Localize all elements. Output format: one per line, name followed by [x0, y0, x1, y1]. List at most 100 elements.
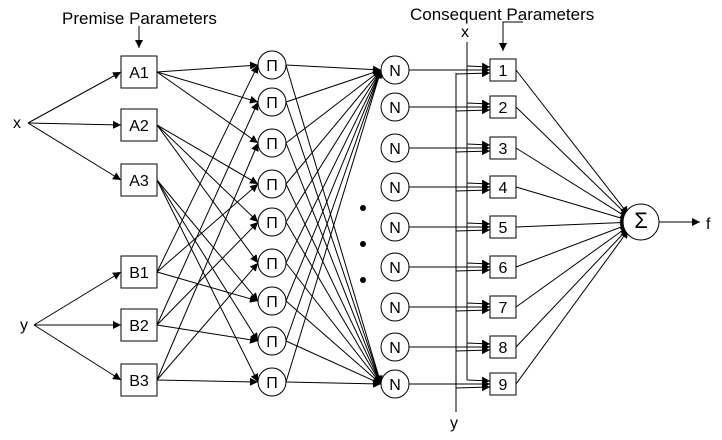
product-node-4-label: Π: [266, 177, 278, 194]
mf-a-to-product-edge: [156, 179, 259, 302]
consequent-y-feed: [455, 266, 491, 275]
product-node-6: [257, 248, 287, 278]
product-to-norm-edge: [285, 69, 382, 264]
product-node-2-label: Π: [266, 95, 278, 112]
consequent-to-sum-edge: [515, 147, 629, 219]
consequent-y-feed: [455, 69, 491, 78]
consequent-x-feed: [466, 259, 491, 268]
norm-node-2: [380, 92, 410, 122]
consequent-node-6-label: 6: [499, 260, 508, 277]
norm-node-4: [380, 172, 410, 202]
consequent-node-8-label: 8: [499, 340, 508, 357]
product-to-norm-edge: [285, 69, 383, 342]
product-node-9: [257, 367, 287, 397]
consequent-x-label: x: [461, 24, 469, 41]
norm-node-1: [380, 55, 410, 85]
consequent-to-sum-edge: [515, 223, 629, 268]
norm-node-1-label: N: [389, 63, 401, 80]
norm-node-7: [380, 292, 410, 322]
consequent-node-2-label: 2: [499, 100, 508, 117]
mf-box-a2-label: A2: [129, 118, 149, 135]
product-node-1: [257, 50, 287, 80]
consequent-y-feed: [455, 346, 491, 355]
product-to-norm-edge: [285, 183, 382, 385]
mf-b-to-product-edge: [156, 271, 259, 303]
mf-a-to-product-edge: [156, 124, 259, 185]
mf-b-to-product-edge: [156, 221, 259, 326]
ellipsis-dot: [360, 205, 366, 211]
consequent-y-label: y: [450, 415, 458, 432]
consequent-node-4-label: 4: [499, 180, 508, 197]
consequent-y-feed: [455, 147, 491, 156]
consequent-to-sum-edge: [515, 227, 629, 348]
product-to-norm-edge: [285, 340, 382, 385]
sum-node: [622, 203, 660, 241]
product-to-norm-edge: [285, 68, 382, 103]
mf-b-to-product-edge: [156, 324, 259, 344]
input-x-edge: [27, 71, 122, 124]
consequent-node-5-label: 5: [499, 220, 508, 237]
norm-node-4-label: N: [389, 180, 401, 197]
mf-box-a1: [120, 55, 158, 89]
consequent-x-feed: [466, 140, 491, 149]
product-node-9-label: Π: [266, 375, 278, 392]
consequent-node-8: [489, 335, 517, 359]
consequent-node-1: [489, 58, 517, 82]
product-to-norm-edge: [285, 69, 382, 144]
input-y-label: y: [20, 317, 28, 334]
output-f-label: f: [706, 216, 711, 233]
product-to-norm-edge: [285, 69, 382, 185]
mf-b-to-product-edge: [156, 377, 259, 386]
mf-box-a1-label: A1: [129, 65, 149, 82]
product-node-7: [257, 286, 287, 316]
consequent-to-sum-edge: [515, 69, 629, 215]
ellipsis-dot: [360, 277, 366, 283]
product-node-1-label: Π: [266, 58, 278, 75]
input-x-edge: [27, 122, 122, 181]
product-node-5: [257, 207, 287, 237]
consequent-node-9: [489, 372, 517, 396]
consequent-node-9-label: 9: [499, 377, 508, 394]
mf-box-b1: [120, 255, 158, 289]
norm-node-6-label: N: [389, 260, 401, 277]
mf-a-to-product-edge: [156, 71, 259, 144]
mf-box-a3-label: A3: [129, 173, 149, 190]
consequent-x-feed: [466, 99, 491, 108]
product-to-norm-edge: [285, 101, 383, 385]
consequent-node-7-label: 7: [499, 300, 508, 317]
consequent-node-7: [489, 295, 517, 319]
consequent-node-6: [489, 255, 517, 279]
mf-a-to-product-edge: [156, 71, 259, 104]
mf-box-b2: [120, 308, 158, 342]
consequent-y-feed: [455, 383, 491, 392]
consequent-to-sum-edge: [515, 218, 629, 228]
input-x-edge: [27, 120, 122, 129]
consequent-to-sum-edge: [515, 106, 629, 217]
consequent-x-feed: [466, 376, 491, 385]
product-node-6-label: Π: [266, 256, 278, 273]
mf-a-to-product-edge: [156, 179, 259, 342]
mf-box-b2-label: B2: [129, 318, 149, 335]
input-y-edge: [33, 271, 122, 326]
norm-node-8: [380, 332, 410, 362]
mf-box-b3: [120, 363, 158, 397]
consequent-y-feed: [455, 226, 491, 235]
norm-node-6: [380, 252, 410, 282]
product-to-norm-edge: [285, 69, 382, 223]
consequent-to-sum-edge: [515, 229, 629, 385]
consequent-x-feed: [466, 219, 491, 228]
mf-b-to-product-edge: [156, 183, 259, 273]
consequent-x-feed: [466, 62, 491, 71]
mf-a-to-product-edge: [156, 61, 259, 73]
consequent-node-1-label: 1: [499, 63, 508, 80]
norm-node-8-label: N: [389, 340, 401, 357]
consequent-parameters-label: Consequent Parameters: [410, 5, 594, 24]
consequent-x-feed: [466, 299, 491, 308]
consequent-parameters-arrow: [499, 21, 523, 51]
norm-node-3: [380, 133, 410, 163]
consequent-y-feed: [455, 106, 491, 115]
consequent-node-4: [489, 175, 517, 199]
mf-box-b1-label: B1: [129, 265, 149, 282]
